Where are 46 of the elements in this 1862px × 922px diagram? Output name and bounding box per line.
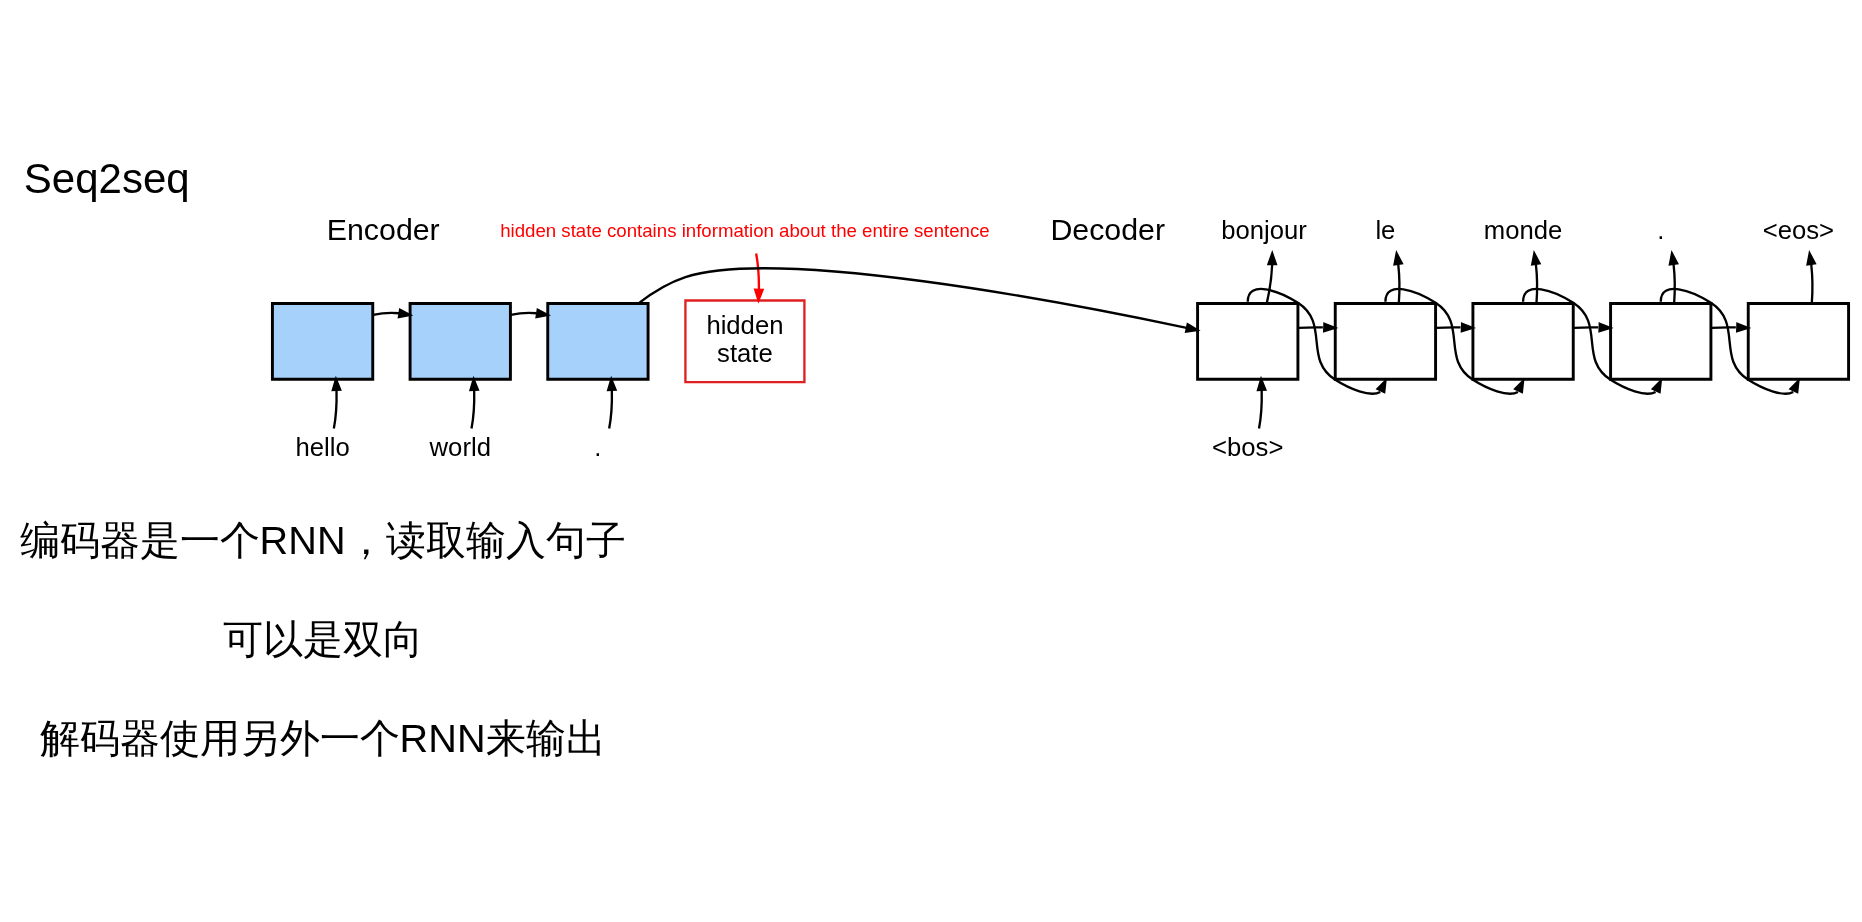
node-box [408, 301, 512, 381]
arrow [1246, 287, 1387, 395]
arrow [1393, 249, 1404, 303]
node-box [1609, 301, 1713, 381]
node-box [1196, 301, 1300, 381]
node-box [1471, 301, 1575, 381]
arrow [1659, 287, 1800, 395]
node-text: . [1657, 215, 1665, 244]
arrow [1806, 249, 1817, 303]
node-box [1746, 301, 1851, 381]
node-text: . [594, 432, 602, 461]
arrow [1384, 287, 1525, 395]
node-text: le [1375, 215, 1396, 244]
arrow [1668, 249, 1679, 303]
node-text: <eos> [1762, 215, 1835, 244]
arrow [637, 266, 1201, 333]
node-text: <bos> [1212, 432, 1284, 461]
node-text: monde [1483, 215, 1563, 244]
node-text: bonjour [1221, 215, 1307, 244]
node-box [270, 301, 375, 381]
arrow [510, 307, 552, 318]
arrow [1265, 249, 1278, 304]
arrow [1711, 321, 1752, 333]
arrow [606, 375, 618, 429]
label: 可以是双向 [222, 616, 423, 661]
node-box [546, 301, 650, 381]
node-text: world [429, 432, 491, 461]
arrow [1530, 249, 1542, 303]
label: 编码器是一个RNN，读取输入句子 [19, 517, 626, 562]
arrow [1521, 287, 1663, 395]
arrow [372, 307, 414, 318]
node-box [1333, 301, 1438, 381]
label: 解码器使用另外一个RNN来输出 [39, 715, 606, 760]
arrow [1298, 321, 1339, 333]
label: Decoder [1050, 212, 1166, 246]
node-box: hidden state [684, 298, 806, 383]
node-text: hidden state contains information about the entire sentence [500, 219, 990, 241]
arrow [468, 375, 480, 429]
diagram-title: Seq2seq [23, 154, 190, 202]
arrow [1435, 321, 1476, 333]
node-text: hello [295, 432, 350, 461]
label: Encoder [326, 212, 440, 246]
arrow [1573, 321, 1614, 333]
arrow [753, 252, 765, 304]
arrow [331, 375, 342, 429]
arrow [1256, 375, 1268, 429]
